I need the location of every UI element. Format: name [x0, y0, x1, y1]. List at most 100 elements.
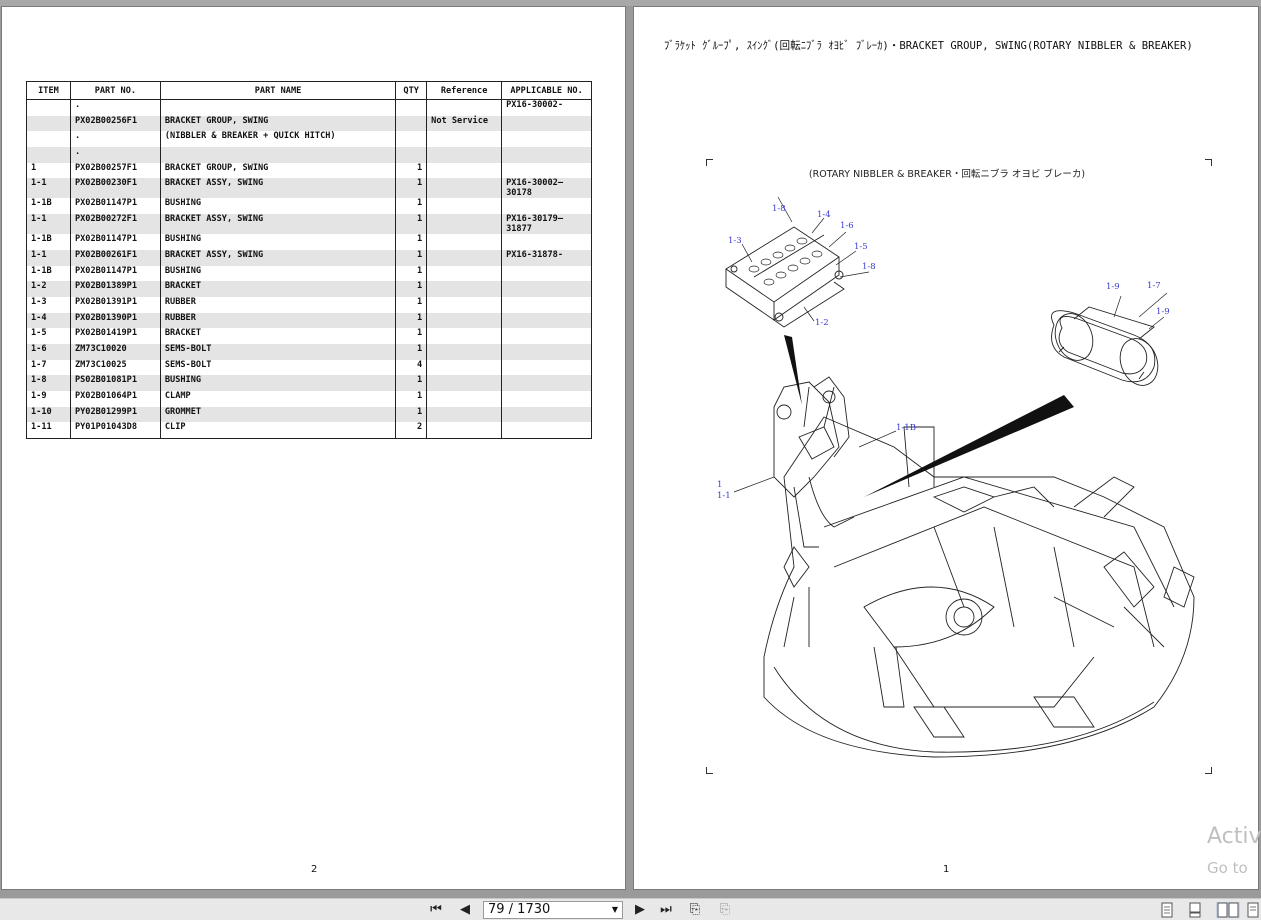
- cell-part-name: (NIBBLER & BREAKER + QUICK HITCH): [159, 131, 397, 148]
- column-header-applicable-no: APPLICABLE NO.: [501, 81, 592, 100]
- go-back-icon[interactable]: ⎘: [689, 902, 701, 917]
- cell-part-no: ZM73C10020: [69, 343, 161, 360]
- cell-part-no: PX02B01147P1: [69, 265, 161, 282]
- cell-part-name: SEMS-BOLT: [159, 359, 397, 376]
- cell-part-no: PX02B01389P1: [69, 281, 161, 297]
- cell-part-name: GROMMET: [159, 406, 397, 423]
- cell-item: 1-8: [26, 375, 71, 391]
- cell-item: 1-1B: [26, 198, 71, 215]
- cell-item: 1: [26, 162, 71, 179]
- last-page-icon[interactable]: ⏭: [660, 902, 672, 917]
- cell-part-name: CLIP: [159, 422, 397, 440]
- windows-activation-watermark: Activ: [1207, 824, 1261, 849]
- callout-1-7: 1-7: [1147, 281, 1161, 291]
- cell-part-no: PX02B01064P1: [69, 391, 161, 407]
- pointer-wedge-right: [864, 395, 1074, 497]
- first-page-icon[interactable]: ⏮: [430, 902, 442, 917]
- cell-item: 1-1: [26, 178, 71, 199]
- cell-part-no: ZM73C10025: [69, 359, 161, 376]
- cell-item: 1-1B: [26, 265, 71, 282]
- cell-part-name: BRACKET: [159, 281, 397, 297]
- cell-reference: [426, 198, 503, 215]
- cell-qty: 1: [395, 198, 428, 215]
- page-number-select[interactable]: 79 / 1730 ▼: [483, 901, 623, 919]
- table-row: .: [26, 147, 592, 163]
- callout-1: 1: [717, 480, 722, 490]
- cell-applicable-no: [501, 359, 592, 376]
- callout-1-8-top: 1-8: [772, 204, 786, 214]
- cell-qty: 1: [395, 234, 428, 250]
- swing-bracket: [773, 381, 840, 498]
- hose-clamp: [1051, 310, 1156, 383]
- cell-reference: [426, 249, 503, 266]
- cell-item: [26, 99, 71, 116]
- cell-qty: 1: [395, 406, 428, 423]
- cell-part-name: BRACKET GROUP, SWING: [159, 162, 397, 179]
- cell-applicable-no: [501, 198, 592, 215]
- page-indicator: 79 / 1730: [488, 902, 551, 917]
- cell-reference: [426, 131, 503, 148]
- cell-qty: [395, 131, 428, 148]
- callout-1-1B: 1-1B: [896, 423, 916, 433]
- cell-applicable-no: PX16-30002-: [501, 99, 592, 116]
- cell-part-name: BUSHING: [159, 234, 397, 250]
- cell-item: [26, 131, 71, 148]
- cell-reference: [426, 375, 503, 391]
- cell-qty: 1: [395, 375, 428, 391]
- cell-qty: 1: [395, 265, 428, 282]
- callout-1-9-right: 1-9: [1156, 307, 1170, 317]
- crop-mark-bottom-left: [706, 767, 713, 774]
- callout-1-4: 1-4: [817, 210, 831, 220]
- cell-part-no: PX02B01147P1: [69, 198, 161, 215]
- continuous-facing-view-icon[interactable]: [1246, 902, 1260, 918]
- cell-part-name: BUSHING: [159, 198, 397, 215]
- cell-part-no: PX02B00256F1: [69, 115, 161, 132]
- cell-item: 1-3: [26, 296, 71, 313]
- cell-item: 1-11: [26, 422, 71, 440]
- facing-view-icon[interactable]: [1216, 902, 1240, 918]
- cell-applicable-no: [501, 406, 592, 423]
- cell-reference: [426, 312, 503, 329]
- cell-part-no: PY01P01043D8: [69, 422, 161, 440]
- cell-applicable-no: [501, 265, 592, 282]
- cell-reference: [426, 265, 503, 282]
- cell-part-no: .: [69, 99, 161, 116]
- cell-reference: [426, 234, 503, 250]
- callout-1-8-side: 1-8: [862, 262, 876, 272]
- chevron-down-icon: ▼: [611, 905, 618, 914]
- cell-item: [26, 147, 71, 163]
- cell-part-no: PX02B00261F1: [69, 249, 161, 266]
- prev-page-icon[interactable]: ◀: [460, 902, 470, 917]
- callout-1-5: 1-5: [854, 242, 868, 252]
- cell-reference: [426, 281, 503, 297]
- column-header-item: ITEM: [26, 81, 71, 100]
- cell-reference: [426, 296, 503, 313]
- single-page-view-icon[interactable]: [1160, 902, 1174, 918]
- exploded-parts-drawing: 1-8 1-4 1-6 1-3 1-5 1-8 1-2 1-9 1-7 1-9 …: [717, 196, 1195, 758]
- next-page-icon[interactable]: ▶: [635, 902, 645, 917]
- cell-qty: 1: [395, 296, 428, 313]
- cell-applicable-no: [501, 312, 592, 329]
- go-forward-icon[interactable]: ⎘: [719, 902, 731, 917]
- cell-reference: [426, 328, 503, 344]
- table-row: .(NIBBLER & BREAKER + QUICK HITCH): [26, 131, 592, 148]
- cell-item: [26, 115, 71, 132]
- continuous-view-icon[interactable]: [1188, 902, 1202, 918]
- cell-applicable-no: [501, 343, 592, 360]
- cell-reference: [426, 147, 503, 163]
- cell-item: 1-1: [26, 249, 71, 266]
- cell-part-no: PX02B00230F1: [69, 178, 161, 199]
- cell-part-name: BRACKET: [159, 328, 397, 344]
- pointer-wedge-upper: [784, 335, 802, 405]
- cell-part-no: PX02B01391P1: [69, 296, 161, 313]
